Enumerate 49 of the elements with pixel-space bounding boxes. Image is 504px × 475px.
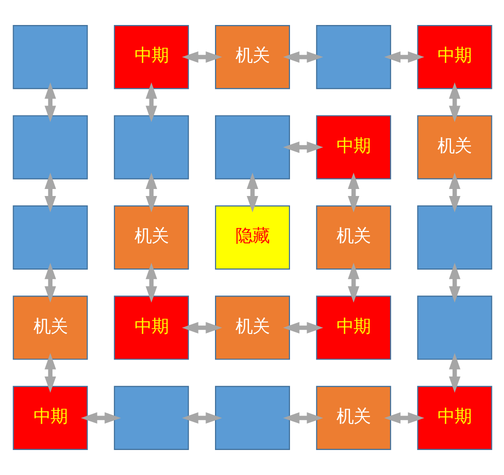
node-box [113,115,188,180]
node-box: 机关 [113,205,188,270]
arrow [347,262,359,303]
node-box [12,24,88,90]
arrow [384,51,424,63]
node-box: 机关 [316,386,391,450]
node-box: 中期 [12,386,88,450]
node-box: 中期 [316,296,391,360]
arrow [181,412,222,424]
node-box: 机关 [12,296,88,360]
node-box: 中期 [113,24,188,90]
arrow [181,51,222,63]
arrow [44,172,56,212]
arrow [448,82,460,122]
node-box: 机关 [316,205,391,270]
node-box: 中期 [416,24,492,90]
arrow [44,262,56,303]
node-box: 中期 [316,115,391,180]
arrow [347,172,359,212]
node-box: 中期 [113,296,188,360]
arrow [145,82,157,122]
node-box [214,386,290,450]
node-box: 机关 [416,115,492,180]
node-box: 隐藏 [214,205,290,270]
arrow [44,353,56,393]
arrow [282,51,323,63]
node-box [113,386,188,450]
node-box [214,115,290,180]
node-box [12,205,88,270]
node-box: 机关 [214,24,290,90]
arrow [282,142,323,153]
arrow [282,322,323,334]
node-box [12,115,88,180]
arrow [282,412,323,424]
arrow [448,172,460,212]
arrow [246,172,258,212]
arrow [384,412,424,424]
arrow [181,322,222,334]
arrow [145,172,157,212]
arrow [145,262,157,303]
node-box: 中期 [416,386,492,450]
node-box: 机关 [214,296,290,360]
arrow [448,353,460,393]
node-box [316,24,391,90]
arrow [44,82,56,122]
node-box [416,296,492,360]
arrow [448,262,460,303]
node-box [416,205,492,270]
arrow [80,412,120,424]
